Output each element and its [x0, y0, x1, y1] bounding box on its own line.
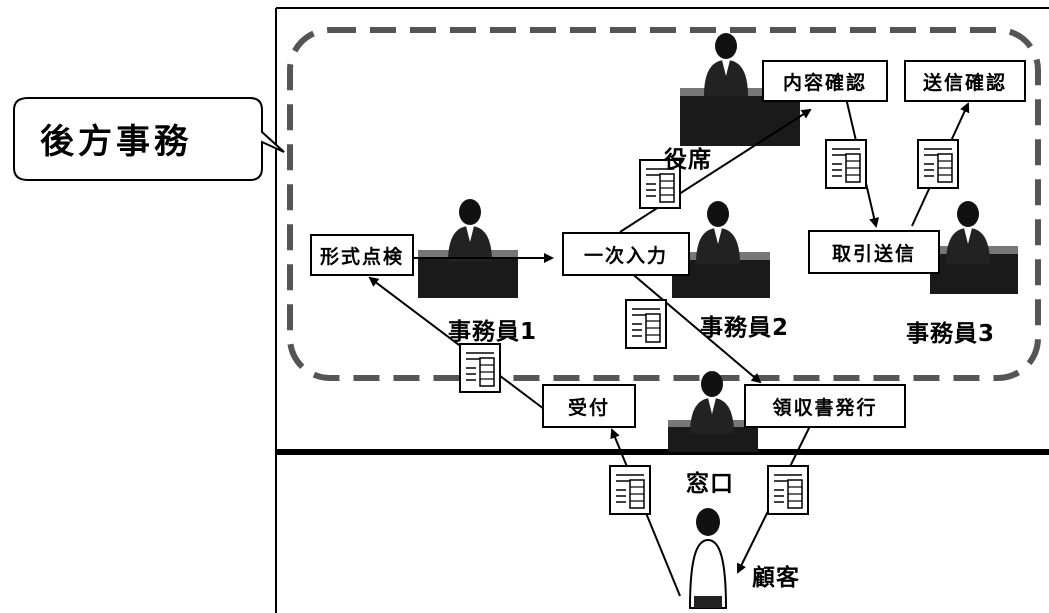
- callout-label: 後方事務: [40, 122, 192, 162]
- clerk2-figure: [696, 201, 740, 264]
- label-yakuseki: 役席: [664, 147, 712, 173]
- supervisor-figure: [704, 33, 748, 96]
- label-madoguchi: 窓口: [686, 471, 734, 497]
- label-jimuin2: 事務員2: [700, 315, 790, 341]
- clerk1-figure: [448, 199, 492, 262]
- box-uketsuke: 受付: [542, 384, 636, 428]
- box-ichiji-nyuryoku: 一次入力: [562, 232, 690, 276]
- box-ryoushuusho-hakkou: 領収書発行: [744, 384, 906, 428]
- office-frame: [275, 7, 1049, 613]
- clerk3-figure: [946, 201, 990, 264]
- document-icon: [917, 139, 959, 189]
- box-torihiki-soushin: 取引送信: [808, 230, 940, 274]
- document-icon: [459, 343, 501, 393]
- box-keishiki-tenken: 形式点検: [310, 234, 414, 276]
- document-icon: [767, 465, 809, 515]
- box-soushin-kakunin: 送信確認: [904, 60, 1026, 102]
- label-jimuin1: 事務員1: [448, 319, 538, 345]
- customer-figure: [688, 508, 728, 609]
- back-office-region: [287, 27, 1041, 381]
- document-icon: [825, 139, 867, 189]
- document-icon: [609, 465, 651, 515]
- label-kokyaku: 顧客: [752, 565, 800, 591]
- document-icon: [625, 299, 667, 349]
- label-jimuin3: 事務員3: [906, 321, 996, 347]
- box-naiyou-kakunin: 内容確認: [762, 60, 888, 102]
- callout-bubble: [13, 97, 285, 181]
